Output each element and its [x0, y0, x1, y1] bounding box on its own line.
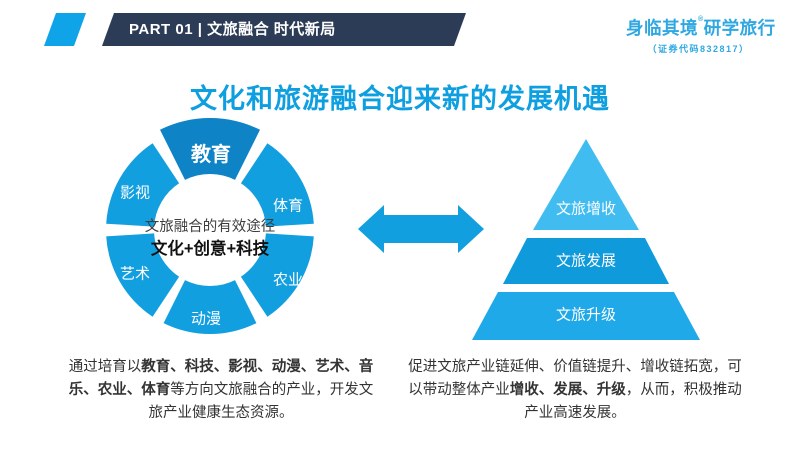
donut-center-line2: 文化+创意+科技: [151, 238, 270, 258]
donut-segment-agriculture: [240, 233, 314, 317]
note-right: 促进文旅产业链延伸、价值链提升、增收链拓宽，可以带动整体产业增收、发展、升级，从…: [406, 356, 744, 425]
slide-title: 文化和旅游融合迎来新的发展机遇: [190, 84, 610, 114]
donut-label-animation: 动漫: [191, 311, 221, 328]
donut-segment-sports: [240, 143, 314, 227]
text-run: 等方向文旅融合的产业，开发文旅产业健康生态资源。: [148, 382, 374, 421]
donut-center-line1: 文旅融合的有效途径: [145, 218, 276, 235]
pyramid-label-middle: 文旅发展: [556, 253, 616, 270]
donut-label-education: 教育: [191, 142, 231, 166]
note-left: 通过培育以教育、科技、影视、动漫、艺术、音乐、农业、体育等方向文旅融合的产业，开…: [62, 356, 380, 425]
header-part-label: PART 01 | 文旅融合 时代新局: [129, 21, 336, 38]
pyramid-level-bottom: [472, 292, 700, 340]
registered-mark-icon: ®: [698, 16, 704, 23]
donut-segment-education: [160, 118, 260, 180]
pyramid-label-top: 文旅增收: [556, 201, 616, 218]
logo-stock-code: （证券代码832817）: [647, 44, 750, 54]
text-run: 通过培育以: [68, 359, 142, 375]
donut-diagram: 教育 体育 农业 动漫 艺术 影视 文旅融合的有效途径 文化+创意+科技: [106, 118, 314, 335]
double-arrow-icon: [358, 205, 484, 253]
logo-wordmark: 身临其境®研学旅行: [626, 15, 775, 40]
logo-name: 身临其境: [626, 18, 698, 38]
donut-label-agriculture: 农业: [273, 272, 303, 289]
donut-label-art: 艺术: [120, 266, 150, 283]
pyramid-diagram: 文旅增收 文旅发展 文旅升级: [472, 139, 700, 340]
text-run: 教育、科技、影视、动漫、艺术、音乐、农业、体育: [68, 359, 374, 398]
donut-label-film: 影视: [120, 185, 150, 202]
pyramid-level-middle: [503, 238, 669, 284]
pyramid-level-top: [533, 139, 639, 230]
text-run: ，从而，积极推动产业高速发展。: [524, 382, 742, 421]
logo-suffix: 研学旅行: [703, 18, 776, 38]
pyramid-label-bottom: 文旅升级: [556, 307, 616, 324]
donut-segment-art: [106, 233, 180, 317]
text-run: 增收、发展、升级: [509, 382, 626, 398]
donut-label-sports: 体育: [273, 198, 303, 215]
company-logo: 身临其境®研学旅行 （证券代码832817）: [626, 15, 775, 55]
donut-segment-film: [106, 143, 180, 227]
donut-segment-animation: [163, 280, 257, 335]
text-run: 促进文旅产业链延伸、价值链提升、增收链拓宽，可以带动整体产业: [408, 359, 742, 398]
